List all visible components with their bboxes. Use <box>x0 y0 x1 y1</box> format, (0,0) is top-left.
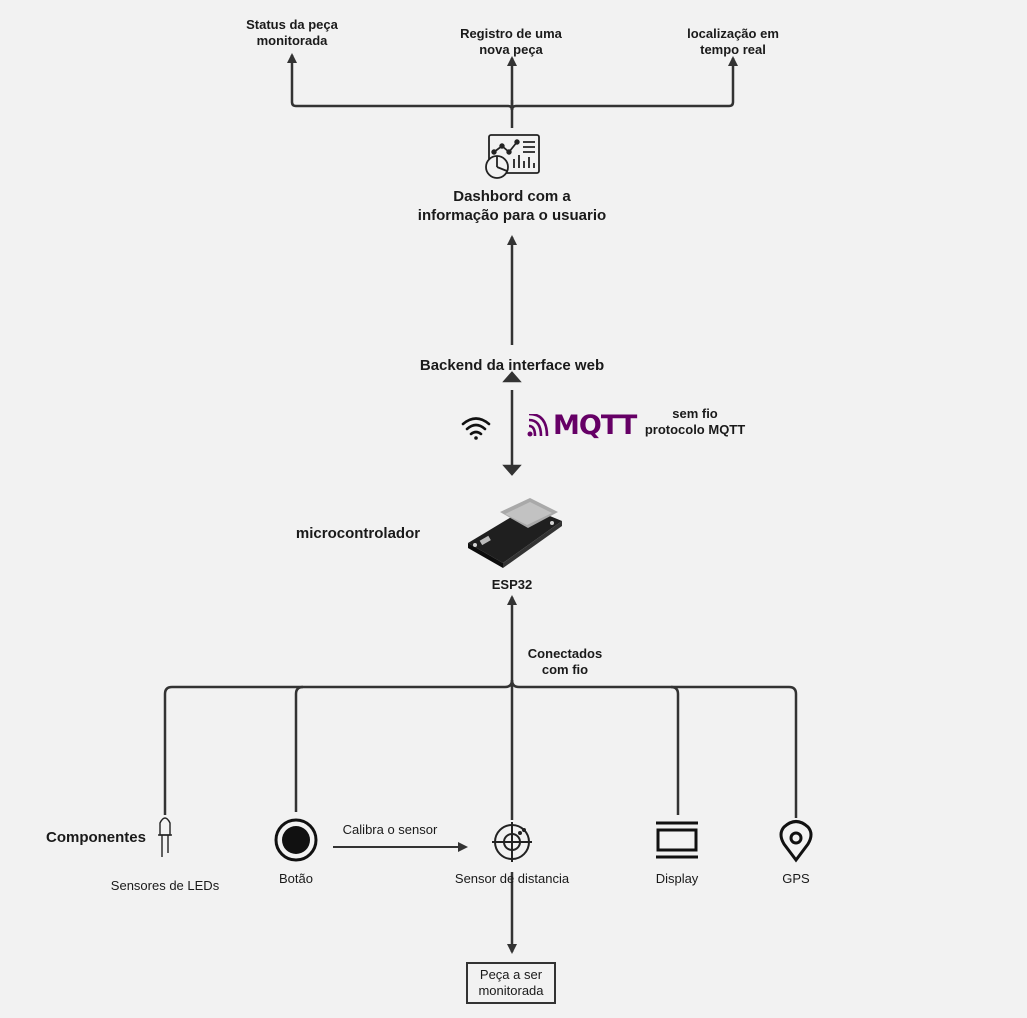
output-connectors <box>287 53 738 128</box>
dashboard-chart-icon <box>485 134 540 179</box>
wifi-icon <box>461 417 491 440</box>
components-title: Componentes <box>45 829 146 846</box>
target-sensor-icon <box>492 822 532 862</box>
display-label: Display <box>655 871 699 886</box>
mqtt-link-arrow <box>502 371 522 476</box>
register-label: Registro de uma nova peça <box>460 26 562 58</box>
monitored-piece-label: Peça a ser monitorada <box>478 966 544 998</box>
location-label: localização em tempo real <box>687 26 779 58</box>
backend-label: Backend da interface web <box>419 357 605 374</box>
esp32-label: ESP32 <box>491 577 533 592</box>
gps-label: GPS <box>782 871 810 886</box>
dashboard-label: Dashbord com a informação para o usuario <box>417 188 607 224</box>
wireless-label: sem fio protocolo MQTT <box>644 406 746 438</box>
mqtt-logo-text: MQTT <box>553 410 637 441</box>
calibrate-label: Calibra o sensor <box>342 822 438 837</box>
esp32-board-icon <box>468 498 562 568</box>
button-label: Botão <box>279 871 313 886</box>
leds-label: Sensores de LEDs <box>110 878 220 893</box>
status-label: Status da peça monitorada <box>246 17 338 49</box>
monitored-piece-box: Peça a ser monitorada <box>466 962 556 1004</box>
wired-bus <box>163 595 798 820</box>
location-pin-icon <box>779 820 813 863</box>
mqtt-logo: MQTT <box>527 410 637 441</box>
display-icon <box>656 821 698 859</box>
mqtt-waves-icon <box>527 413 549 436</box>
wired-label: Conectados com fio <box>527 646 603 678</box>
led-icon <box>158 817 172 857</box>
distance-sensor-label: Sensor de distancia <box>454 871 570 886</box>
button-icon <box>274 818 318 862</box>
microcontroller-label: microcontrolador <box>295 525 421 542</box>
